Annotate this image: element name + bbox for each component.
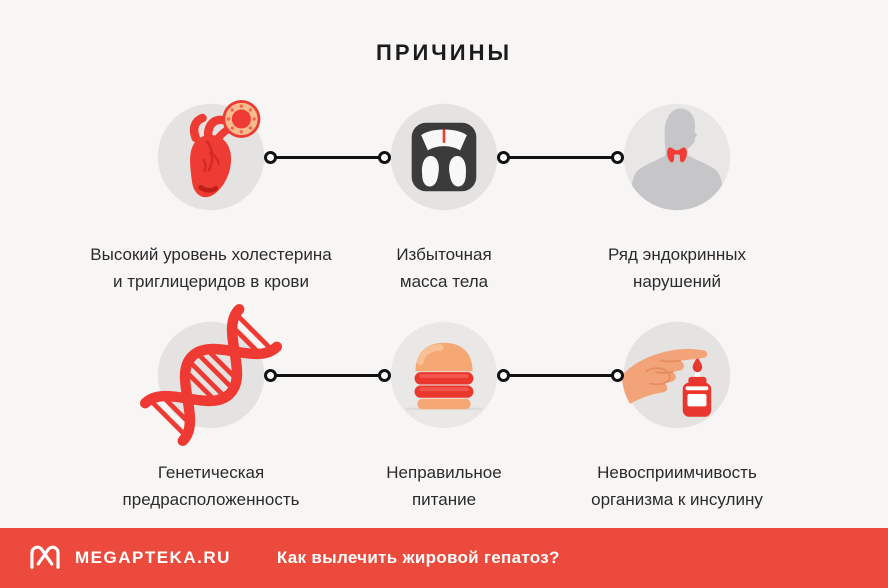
cause-overweight: Избыточная масса тела [304, 100, 584, 295]
connector-row1-right [497, 151, 624, 164]
connector-line [509, 374, 612, 377]
cause-label: Высокий уровень холестерина и триглицери… [90, 245, 332, 291]
heart-cholesterol-icon [154, 100, 268, 214]
footer-question: Как вылечить жировой гепатоз? [276, 548, 560, 567]
insulin-resistance-icon [620, 318, 734, 432]
connector-ring [611, 369, 624, 382]
footer-bar: MEGAPTEKA.RU Как вылечить жировой гепато… [0, 528, 888, 588]
burger-icon [387, 318, 501, 432]
connector-line [276, 374, 379, 377]
connector-ring [264, 369, 277, 382]
dna-icon [139, 303, 283, 447]
connector-row2-right [497, 369, 624, 382]
cause-nutrition: Неправильное питание [304, 318, 584, 513]
page-title: ПРИЧИНЫ [376, 40, 512, 65]
cause-label: Генетическая предрасположенность [122, 463, 300, 509]
weight-scale-icon [387, 100, 501, 214]
cause-genetic: Генетическая предрасположенность [71, 303, 351, 513]
connector-ring [378, 151, 391, 164]
cause-endocrine: Ряд эндокринных нарушений [537, 100, 817, 295]
connector-row1-left [264, 151, 391, 164]
connector-line [276, 156, 379, 159]
connector-ring [264, 151, 277, 164]
cause-cholesterol: Высокий уровень холестерина и триглицери… [71, 100, 351, 295]
megapteka-logo-icon [28, 541, 62, 576]
connector-ring [497, 369, 510, 382]
connector-ring [378, 369, 391, 382]
cause-insulin: Невосприимчивость организма к инсулину [537, 318, 817, 513]
connector-ring [497, 151, 510, 164]
endocrine-thyroid-icon [620, 100, 734, 214]
connector-line [509, 156, 612, 159]
cause-label: Ряд эндокринных нарушений [608, 245, 746, 291]
brand-name: MEGAPTEKA.RU [75, 548, 231, 567]
cause-label: Невосприимчивость организма к инсулину [591, 463, 763, 509]
cause-label: Избыточная масса тела [396, 245, 492, 291]
connector-ring [611, 151, 624, 164]
cause-label: Неправильное питание [386, 463, 502, 509]
connector-row2-left [264, 369, 391, 382]
